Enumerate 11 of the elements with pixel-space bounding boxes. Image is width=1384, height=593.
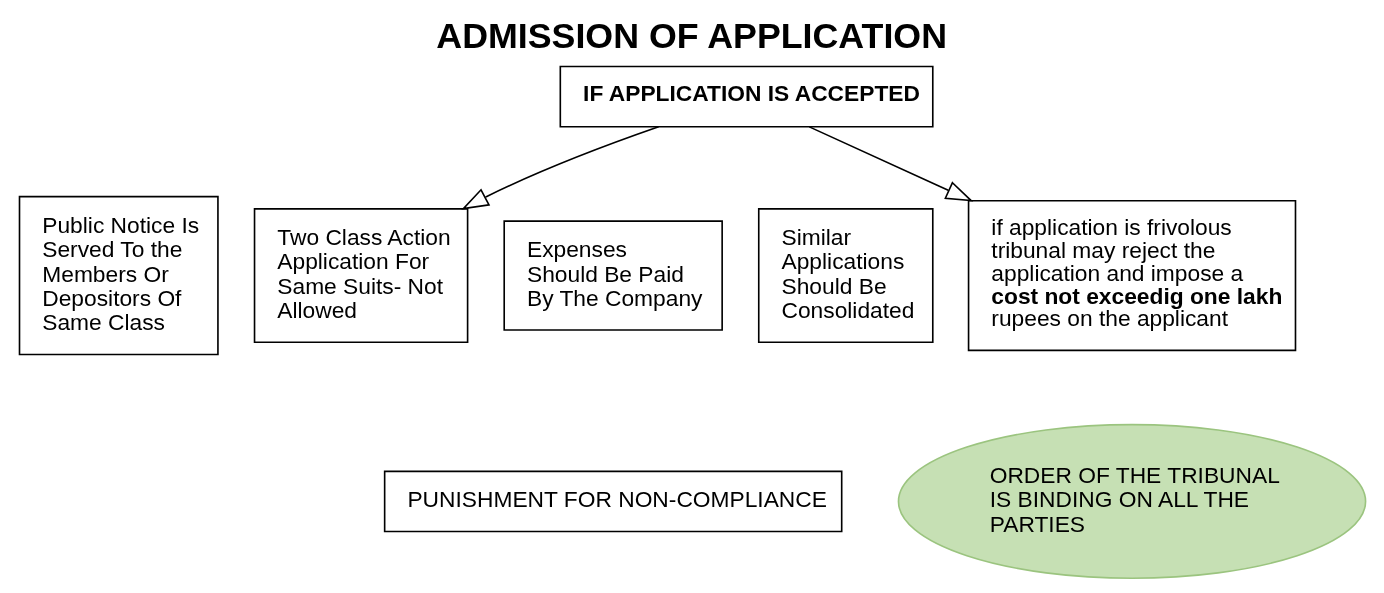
node-box: Public Notice Is Served To the Members Or Depositors Of Same Class xyxy=(18,195,219,356)
arrow xyxy=(460,126,659,210)
node-box: Similar Applications Should Be Consolidated xyxy=(757,208,934,344)
node-box: if application is frivolous tribunal may reject the application and impose a cost not exceedig one lakh rupees on the applicant xyxy=(967,199,1296,352)
node-box: PUNISHMENT FOR NON-COMPLIANCE xyxy=(383,470,842,533)
node-ellipse: ORDER OF THE TRIBUNAL IS BINDING ON ALL THE PARTIES xyxy=(897,423,1366,580)
diagram-title: ADMISSION OF APPLICATION xyxy=(435,16,947,57)
arrow xyxy=(808,126,973,202)
node-box: IF APPLICATION IS ACCEPTED xyxy=(559,65,934,128)
node-box: Two Class Action Application For Same Suits- Not Allowed xyxy=(253,208,468,344)
node-box: Expenses Should Be Paid By The Company xyxy=(502,220,723,331)
